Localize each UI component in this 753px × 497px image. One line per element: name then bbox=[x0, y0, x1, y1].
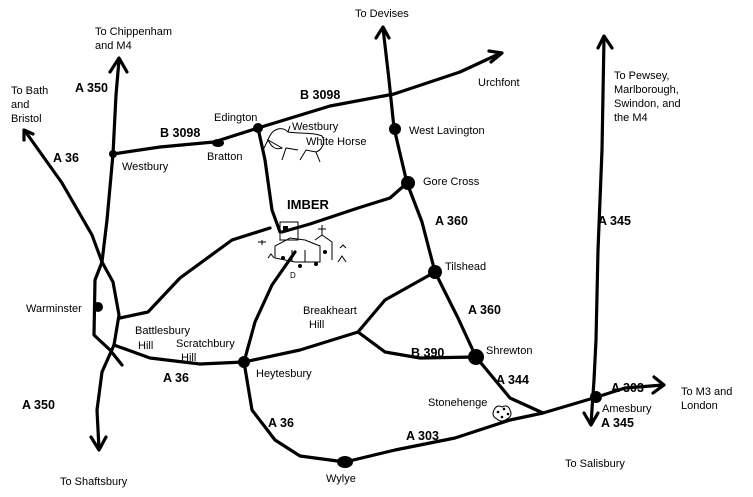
marker-tilshead bbox=[428, 265, 442, 279]
label-breakheart: Breakheart Hill bbox=[303, 305, 360, 331]
roadno-a360-north: A 360 bbox=[435, 214, 468, 228]
marker-gore-cross bbox=[401, 176, 415, 190]
roads bbox=[23, 26, 665, 464]
roadno-b3098-east: B 3098 bbox=[300, 88, 340, 102]
road-number-labels: A 350 A 36 B 3098 B 3098 A 360 A 360 A 3… bbox=[22, 81, 644, 443]
arrowheads bbox=[22, 25, 666, 452]
roadno-a360-south: A 360 bbox=[468, 303, 501, 317]
road-heytesbury-breakheart bbox=[242, 330, 360, 364]
marker-bratton bbox=[212, 139, 224, 147]
road-warminster-bypass bbox=[92, 260, 124, 367]
label-white-horse: Westbury White Horse bbox=[292, 121, 367, 148]
label-wylye: Wylye bbox=[326, 473, 356, 485]
dest-shaftsbury: To Shaftsbury bbox=[60, 476, 128, 488]
marker-wylye bbox=[337, 456, 353, 468]
label-battlesbury: Battlesbury Hill bbox=[135, 325, 193, 352]
roadno-a36-south: A 36 bbox=[268, 416, 294, 430]
dest-devises: To Devises bbox=[355, 8, 409, 20]
road-a345 bbox=[589, 36, 606, 426]
marker-edington bbox=[253, 123, 263, 133]
marker-westbury bbox=[109, 150, 117, 158]
road-a36-mid bbox=[112, 343, 246, 366]
label-imber: IMBER bbox=[287, 197, 330, 212]
label-tilshead: Tilshead bbox=[445, 261, 486, 273]
marker-heytesbury bbox=[238, 356, 250, 368]
label-gore-cross: Gore Cross bbox=[423, 176, 480, 188]
label-westbury: Westbury bbox=[122, 161, 169, 173]
road-imber-heytesbury bbox=[242, 250, 297, 364]
label-warminster: Warminster bbox=[26, 303, 82, 315]
road-edington-imber bbox=[256, 126, 282, 234]
roadno-a350-south: A 350 bbox=[22, 398, 55, 412]
roadno-a36-mid: A 36 bbox=[163, 371, 189, 385]
town-labels: Westbury Bratton Edington Westbury White… bbox=[26, 112, 652, 485]
road-imber-gorecross bbox=[280, 181, 409, 234]
marker-warminster bbox=[93, 302, 103, 312]
dest-urchfont: Urchfont bbox=[478, 77, 520, 89]
label-bratton: Bratton bbox=[207, 151, 242, 163]
town-markers bbox=[93, 123, 602, 468]
road-warminster-east bbox=[100, 260, 121, 347]
road-b390 bbox=[356, 330, 478, 360]
road-warminster-imber bbox=[118, 226, 272, 320]
dest-bath: To Bath and Bristol bbox=[11, 85, 51, 125]
white-horse-icon bbox=[261, 125, 325, 163]
label-stonehenge: Stonehenge bbox=[428, 397, 487, 409]
svg-text:D: D bbox=[290, 271, 296, 280]
dest-chippenham: To Chippenham and M4 bbox=[95, 26, 175, 52]
roadno-b390: B 390 bbox=[411, 346, 444, 360]
destination-labels: To Chippenham and M4 To Bath and Bristol… bbox=[11, 8, 735, 488]
road-breakheart-tilshead bbox=[356, 270, 437, 334]
roadno-b3098-west: B 3098 bbox=[160, 126, 200, 140]
dest-pewsey: To Pewsey, Marlborough, Swindon, and the… bbox=[614, 70, 684, 124]
label-scratchbury: Scratchbury Hill bbox=[176, 338, 238, 364]
stonehenge-icon bbox=[492, 405, 512, 422]
roadno-a36-nw: A 36 bbox=[53, 151, 79, 165]
dest-salisbury: To Salisbury bbox=[565, 458, 625, 470]
road-b3098 bbox=[111, 51, 503, 156]
roadno-a344: A 344 bbox=[496, 373, 529, 387]
road-a350-south bbox=[95, 343, 116, 451]
marker-west-lavington bbox=[389, 123, 401, 135]
roadno-a303-south: A 303 bbox=[406, 429, 439, 443]
label-heytesbury: Heytesbury bbox=[256, 368, 312, 380]
roadno-a345-south: A 345 bbox=[601, 416, 634, 430]
label-edington: Edington bbox=[214, 112, 257, 124]
imber-village-icon: D bbox=[258, 221, 347, 280]
marker-shrewton bbox=[468, 349, 484, 365]
roadno-a303-east: A 303 bbox=[611, 381, 644, 395]
label-west-lavington: West Lavington bbox=[409, 125, 485, 137]
label-shrewton: Shrewton bbox=[486, 345, 532, 357]
dest-london: To M3 and London bbox=[681, 386, 735, 412]
roadno-a345-north: A 345 bbox=[598, 214, 631, 228]
road-a36-north bbox=[23, 129, 104, 264]
marker-amesbury bbox=[590, 391, 602, 403]
label-amesbury: Amesbury bbox=[602, 403, 652, 415]
roadno-a350-north: A 350 bbox=[75, 81, 108, 95]
